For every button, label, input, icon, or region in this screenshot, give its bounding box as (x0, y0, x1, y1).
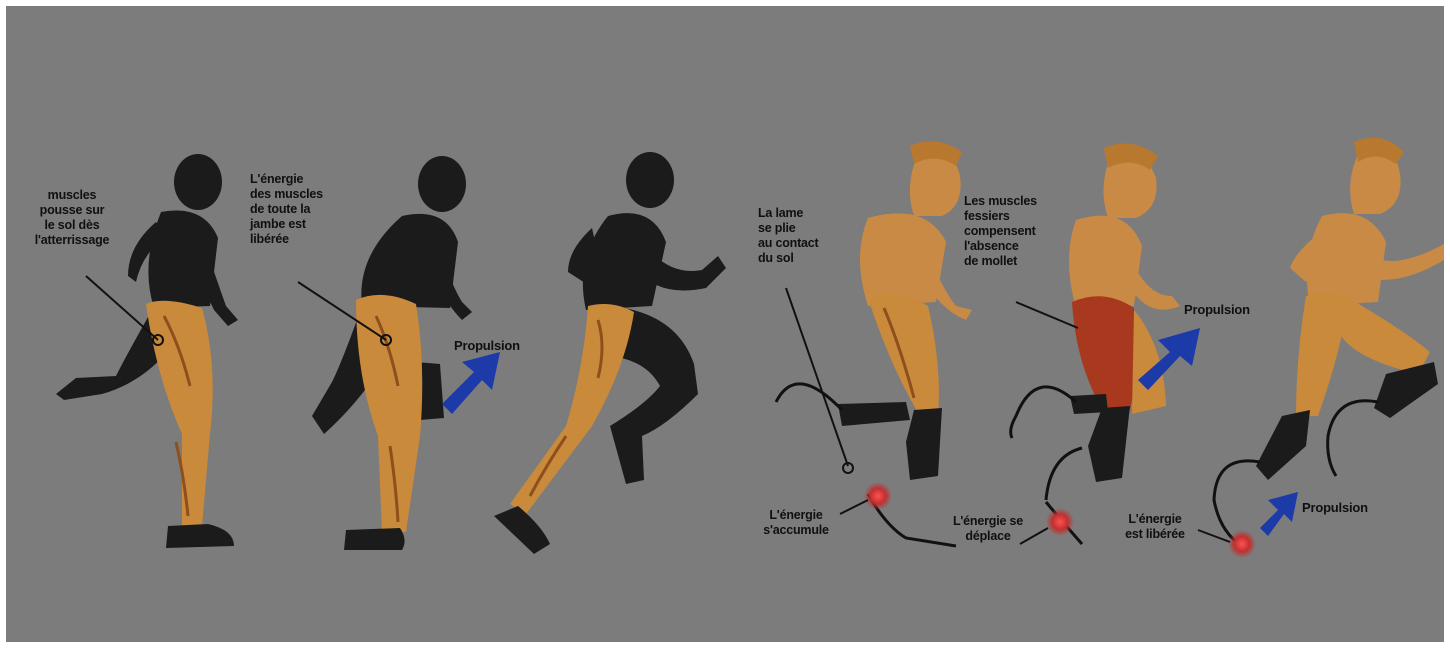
propulsion-arrow-3 (1260, 492, 1298, 536)
label-energy-accumulates: L'énergie s'accumule (748, 508, 844, 538)
runner-2-head (418, 156, 466, 212)
diagram-stage: muscles pousse sur le sol dès l'atterris… (6, 6, 1444, 642)
runner-5-energy-glow (1046, 508, 1074, 536)
label-energy-moves: L'énergie se déplace (938, 514, 1038, 544)
runner-6-energy-glow (1228, 530, 1256, 558)
runner-1-shoe (166, 524, 234, 548)
runner-5-front-foot (1088, 406, 1130, 482)
label-muscles-landing: muscles pousse sur le sol dès l'atterris… (16, 188, 128, 248)
runner-3-leg-muscles (510, 304, 634, 514)
runner-4-socket (838, 402, 910, 426)
runner-6-front-socket (1374, 362, 1438, 418)
runner-4-blade-upper (776, 384, 842, 410)
runner-3 (494, 152, 726, 554)
runner-5-socket (1070, 394, 1108, 414)
runner-6-rear-socket (1256, 410, 1310, 480)
runner-2-leg-muscles (356, 295, 422, 532)
runner-3-shoe (494, 506, 550, 554)
propulsion-arrow-1 (442, 352, 500, 414)
label-glutes-compensate: Les muscles fessiers compensent l'absenc… (964, 194, 1074, 269)
label-propulsion-2: Propulsion (1184, 302, 1250, 317)
label-energy-released: L'énergie est libérée (1110, 512, 1200, 542)
label-propulsion-3: Propulsion (1302, 500, 1368, 515)
runner-6 (1198, 138, 1444, 558)
label-blade-bends: La lame se plie au contact du sol (758, 206, 854, 266)
runner-4-front-foot (906, 408, 942, 480)
runner-5-blade-mid (1046, 448, 1082, 500)
runner-5-callout-line (1016, 302, 1078, 328)
diagram-canvas (6, 6, 1444, 642)
runner-4-energy-callout (840, 500, 868, 514)
runner-4-callout-line (786, 288, 848, 466)
runner-4-energy-glow (864, 482, 892, 510)
runner-3-head (626, 152, 674, 208)
runner-4-thigh (868, 294, 939, 417)
runner-6-rear-thigh (1296, 296, 1346, 416)
runner-4 (776, 141, 972, 546)
runner-6-blade-front (1328, 401, 1378, 476)
runner-2-shoe (344, 528, 405, 550)
label-energy-released-leg: L'énergie des muscles de toute la jambe … (250, 172, 350, 247)
runner-1-head (174, 154, 222, 210)
runner-5-blade-upper (1011, 387, 1076, 438)
label-propulsion-1: Propulsion (454, 338, 520, 353)
